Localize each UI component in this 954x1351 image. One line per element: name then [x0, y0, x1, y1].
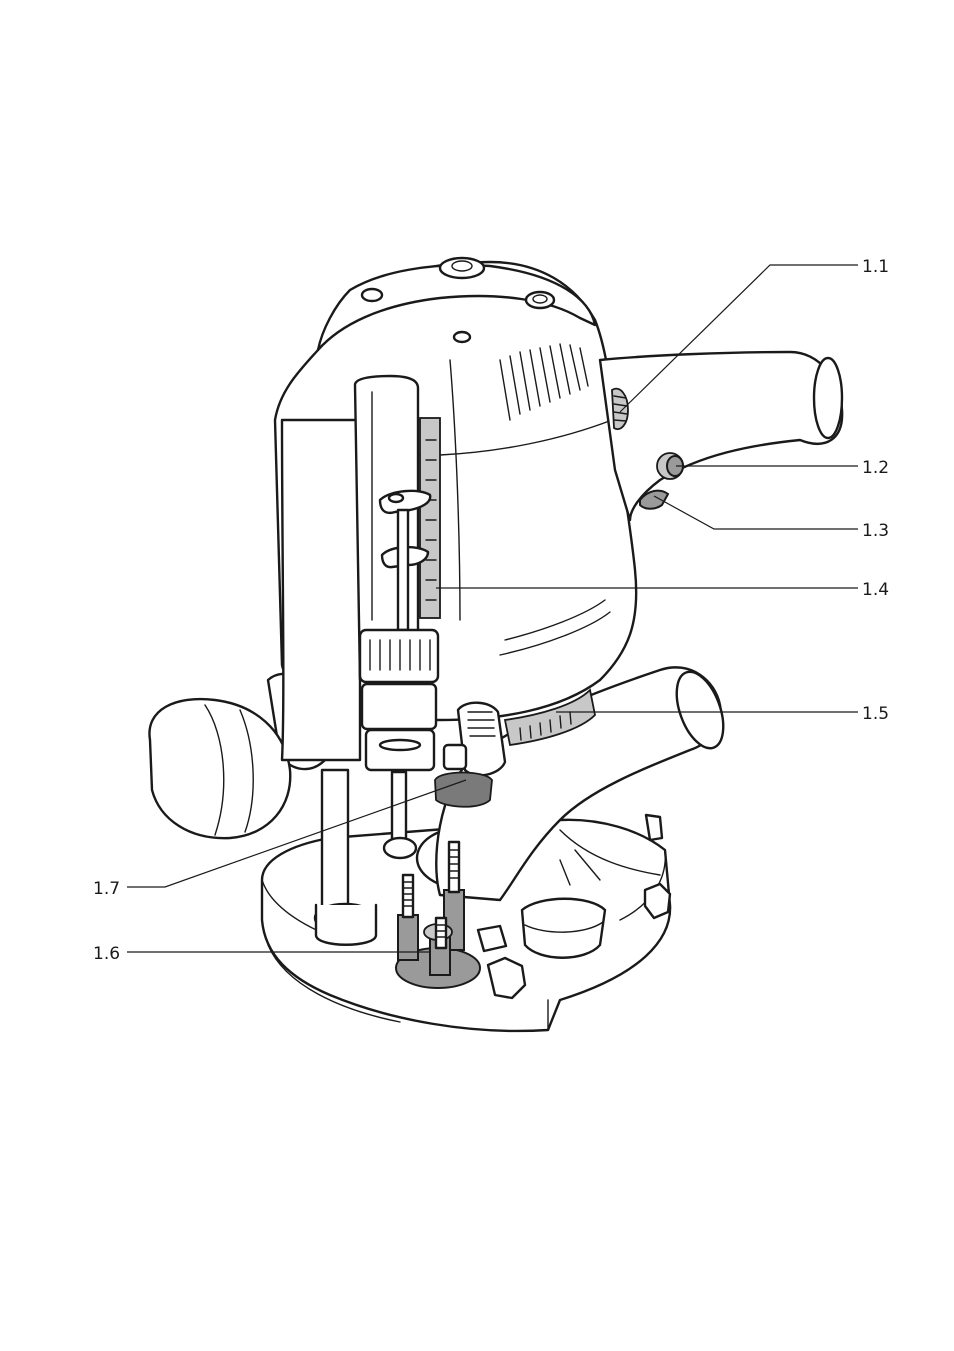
callout-1.7: 1.7 — [93, 879, 120, 899]
callout-1.4: 1.4 — [862, 580, 889, 600]
callout-1.1: 1.1 — [862, 257, 889, 277]
callout-1.2: 1.2 — [862, 458, 889, 478]
callout-1.5: 1.5 — [862, 704, 889, 724]
callout-1.6: 1.6 — [93, 944, 120, 964]
leader-1.3 — [654, 496, 858, 529]
rear-handle — [600, 352, 842, 520]
callout-1.3: 1.3 — [862, 521, 889, 541]
